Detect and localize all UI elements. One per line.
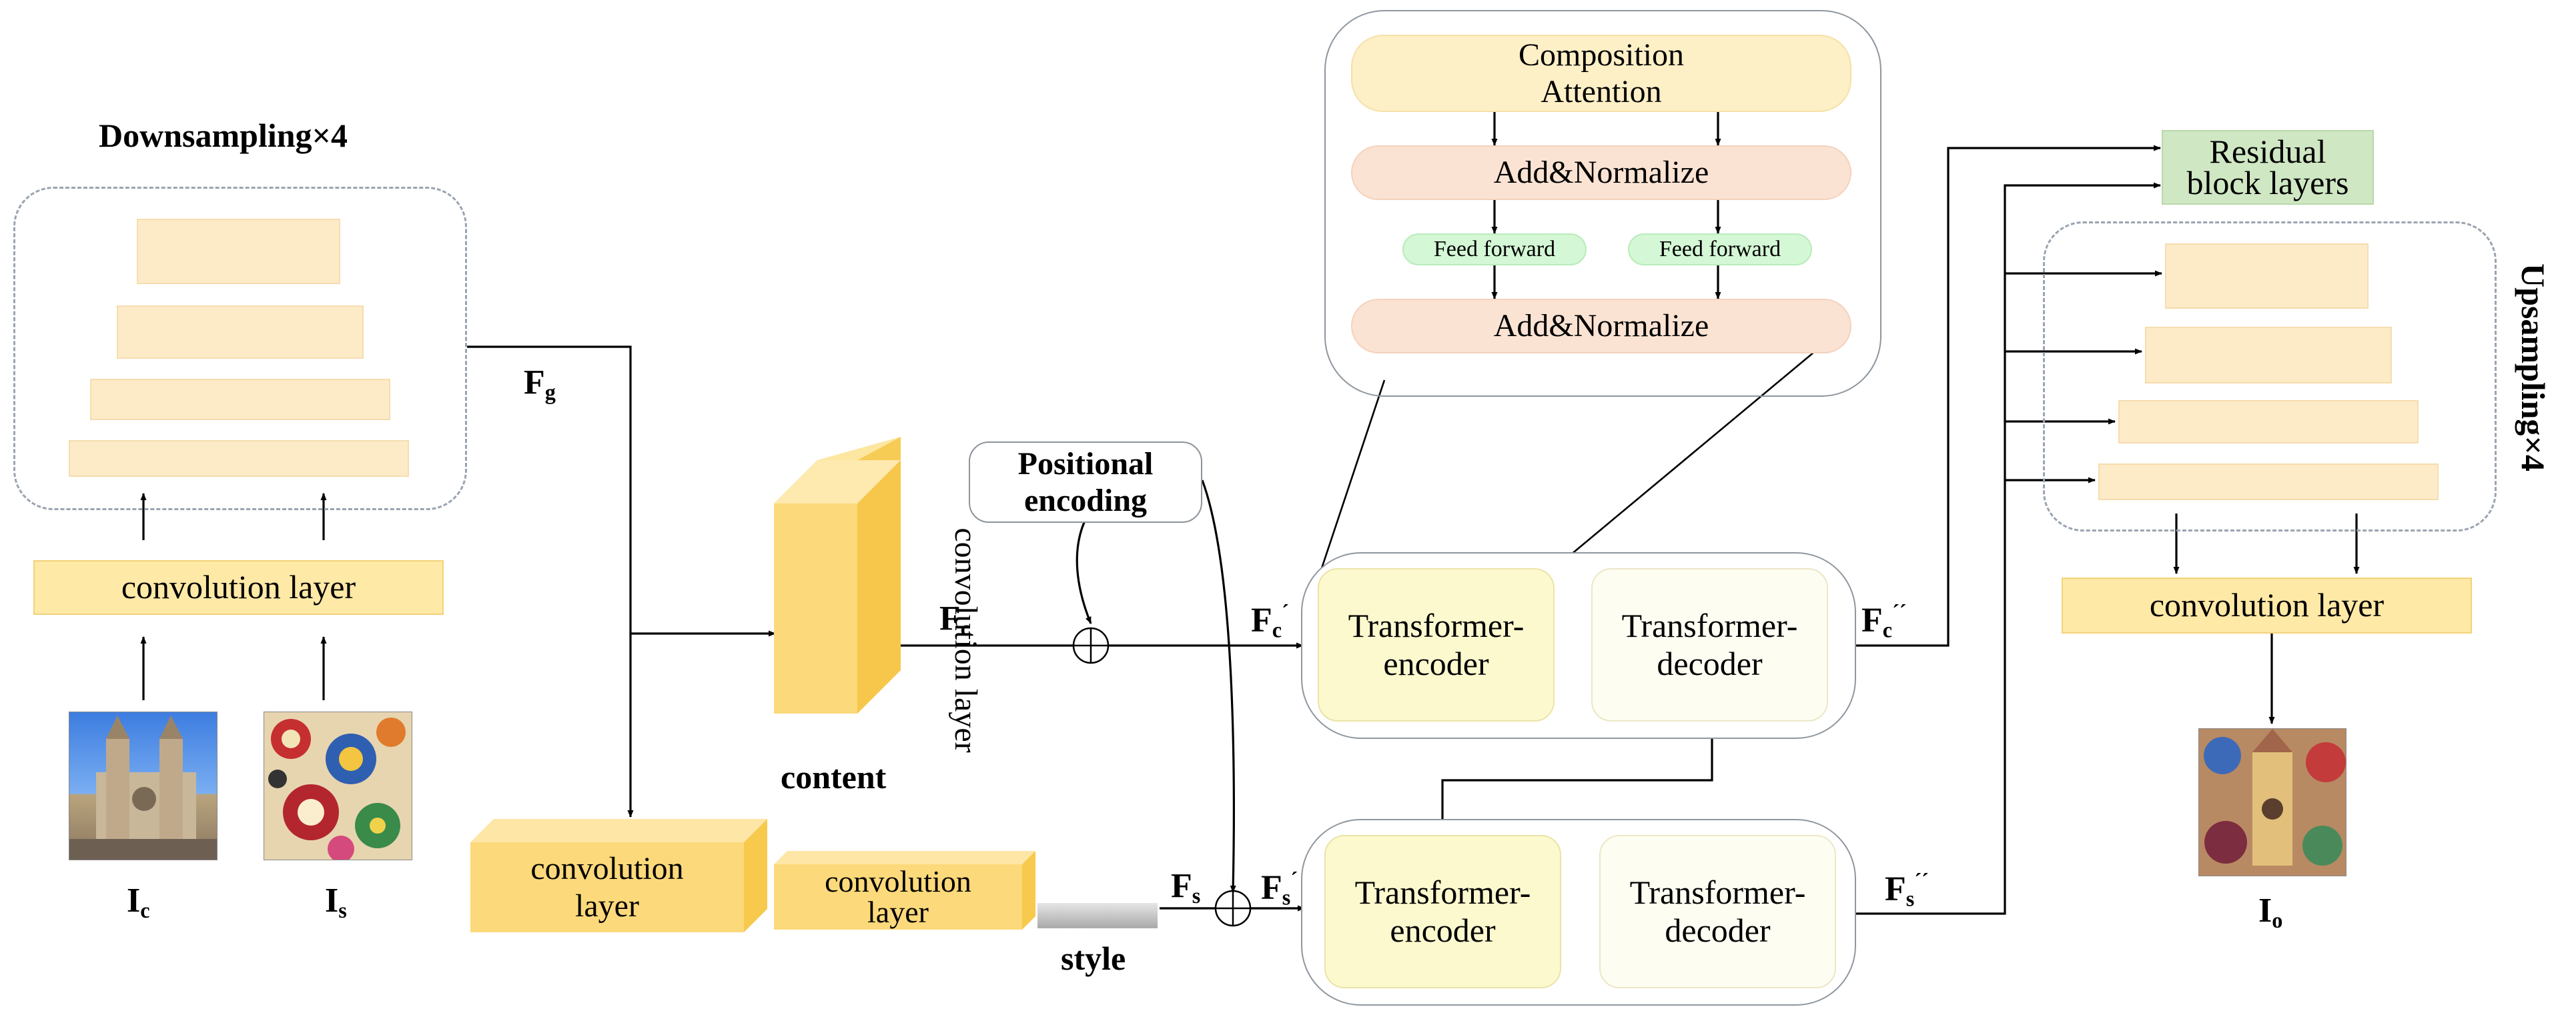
zoom-line-left — [1316, 379, 1386, 581]
label-io: Io — [2258, 892, 2283, 933]
content-image — [69, 712, 218, 860]
add-normalize-box-1: Add&Normalize — [1351, 145, 1851, 200]
output-image — [2198, 728, 2346, 876]
style-conv-label-1: convolution layer — [530, 851, 684, 924]
zoom-line-right — [1546, 331, 1839, 576]
label-fs-prime: Fs´ — [1261, 868, 1298, 910]
down-bar-2 — [117, 305, 364, 359]
left-conv-label: convolution layer — [121, 568, 356, 606]
church-illustration — [69, 716, 217, 860]
label-fc-prime: Fc´ — [1251, 600, 1289, 642]
style-image — [264, 712, 412, 860]
right-conv-label: convolution layer — [2149, 586, 2385, 624]
abstract-art-illustration — [268, 718, 406, 860]
up-bar-1 — [2165, 243, 2369, 309]
stylized-output-illustration — [2199, 729, 2346, 876]
right-convolution-layer: convolution layer — [2062, 578, 2472, 634]
style-bar — [1037, 903, 1158, 928]
arrow-pe-to-style-sum — [1201, 479, 1236, 893]
upsampling-title: Upsampling×4 — [2515, 263, 2552, 471]
style-conv-cube-2 — [774, 851, 1035, 930]
label-fc-double-prime: Fc´´ — [1861, 600, 1907, 642]
up-bar-4 — [2098, 463, 2439, 500]
positional-encoding-label: Positional encoding — [1017, 445, 1154, 518]
label-ic: Ic — [127, 882, 150, 923]
label-fs: Fs — [1171, 867, 1201, 908]
positional-encoding-box: Positional encoding — [969, 441, 1202, 523]
content-transformer-encoder: Transformer-encoder — [1318, 568, 1555, 722]
arrow-fg-to-content — [467, 345, 776, 637]
arrow-style-enc-to-content-dec — [1441, 721, 1715, 835]
feed-forward-box-1: Feed forward — [1402, 233, 1587, 265]
label-fg: Fg — [524, 363, 556, 405]
content-label: content — [781, 758, 887, 796]
up-bar-2 — [2145, 327, 2392, 383]
downsampling-title: Downsampling×4 — [99, 117, 348, 154]
encoder-detail-panel — [1324, 10, 1881, 397]
content-conv-cube — [774, 437, 901, 714]
down-bar-3 — [90, 379, 390, 420]
style-label: style — [1061, 940, 1126, 977]
sum-node-content — [1072, 627, 1110, 664]
down-bar-4 — [69, 440, 409, 477]
style-conv-cube-1 — [470, 819, 767, 932]
label-is: Is — [325, 882, 347, 923]
upsampling-block — [2043, 221, 2497, 532]
feed-forward-box-2: Feed forward — [1628, 233, 1812, 265]
sum-node-style — [1214, 890, 1252, 927]
residual-block-layers: Residual block layers — [2162, 130, 2374, 205]
add-normalize-box-2: Add&Normalize — [1351, 299, 1851, 353]
label-fc: Fc — [939, 600, 971, 641]
style-transformer-encoder: Transformer-encoder — [1324, 835, 1561, 988]
left-convolution-layer: convolution layer — [33, 560, 444, 615]
content-transformer-decoder: Transformer-decoder — [1591, 568, 1828, 722]
label-fs-double-prime: Fs´´ — [1885, 869, 1929, 911]
composition-attention-box: Composition Attention — [1351, 35, 1851, 112]
style-transformer-decoder: Transformer-decoder — [1599, 835, 1836, 988]
arrow-fc2-to-residual — [1856, 145, 2161, 647]
downsampling-block — [13, 187, 467, 510]
arrow-fs2-to-residual — [1856, 182, 2161, 915]
down-bar-1 — [137, 219, 340, 284]
style-conv-label-2: convolution layer — [825, 864, 971, 929]
up-bar-3 — [2118, 400, 2419, 443]
